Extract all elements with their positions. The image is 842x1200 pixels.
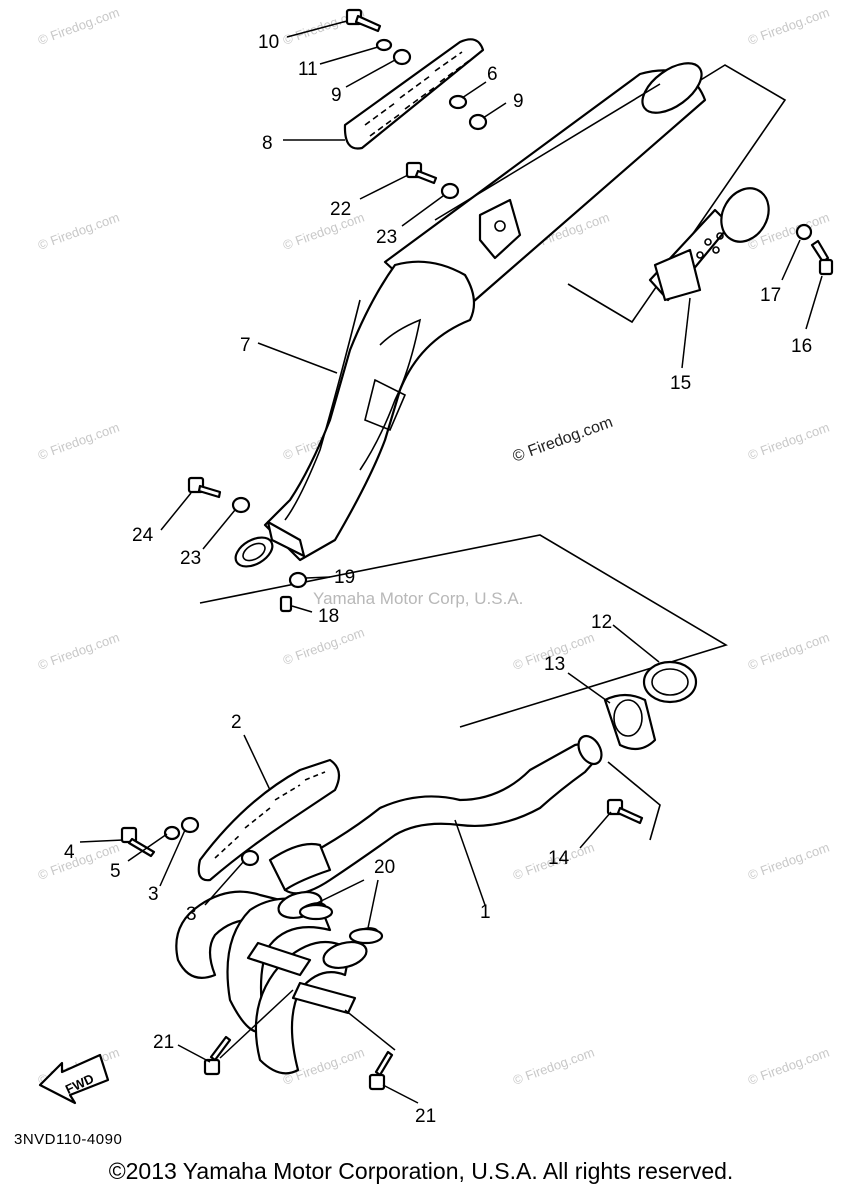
callout-1: 1 xyxy=(480,902,491,923)
callout-17: 17 xyxy=(760,285,781,306)
diagram-code: 3NVD110-4090 xyxy=(14,1131,123,1148)
callout-11: 11 xyxy=(298,59,318,80)
frame-clamp xyxy=(607,761,661,841)
leader-lines xyxy=(79,20,823,1104)
watermark: © Firedog.com xyxy=(746,1044,831,1087)
callout-5: 5 xyxy=(110,861,121,882)
callout-9: 9 xyxy=(331,85,342,106)
callout-14: 14 xyxy=(548,848,570,869)
callout-9: 9 xyxy=(513,91,524,112)
joint-parts xyxy=(603,660,698,751)
watermark: © Firedog.com xyxy=(281,209,366,252)
copyright-footer: ©2013 Yamaha Motor Corporation, U.S.A. A… xyxy=(108,1158,734,1184)
watermark: © Firedog.com xyxy=(746,419,831,462)
callout-6: 6 xyxy=(487,64,498,85)
exhaust-pipe xyxy=(175,734,603,1075)
watermark: © Firedog.com xyxy=(511,1044,596,1087)
callout-22: 22 xyxy=(330,199,351,220)
watermark: © Firedog.com xyxy=(746,4,831,47)
frame-joint xyxy=(199,534,728,728)
callout-2: 2 xyxy=(231,712,242,733)
callout-24: 24 xyxy=(132,525,154,546)
watermark: © Firedog.com xyxy=(511,414,616,466)
watermark: © Firedog.com xyxy=(36,419,121,462)
callout-15: 15 xyxy=(670,373,691,394)
callout-13: 13 xyxy=(544,654,565,675)
corp-watermark: Yamaha Motor Corp, U.S.A. xyxy=(313,589,523,608)
muffler xyxy=(234,62,707,568)
callout-8: 8 xyxy=(262,133,273,154)
watermark: © Firedog.com xyxy=(36,209,121,252)
silencer-insert xyxy=(648,187,770,302)
callouts: 10 11 9 6 9 8 22 23 7 17 16 15 24 23 19 … xyxy=(64,32,812,1127)
callout-20: 20 xyxy=(374,857,395,878)
callout-23: 23 xyxy=(376,227,397,248)
callout-19: 19 xyxy=(334,567,355,588)
watermark-layer: © Firedog.com © Firedog.com © Firedog.co… xyxy=(36,4,831,1087)
callout-21: 21 xyxy=(153,1032,174,1053)
callout-12: 12 xyxy=(591,612,612,633)
callout-4: 4 xyxy=(64,842,75,863)
watermark: © Firedog.com xyxy=(746,629,831,672)
watermark: © Firedog.com xyxy=(36,629,121,672)
callout-3: 3 xyxy=(186,904,197,925)
callout-18: 18 xyxy=(318,606,339,627)
fasteners xyxy=(120,8,834,1091)
callout-23: 23 xyxy=(180,548,201,569)
watermark: © Firedog.com xyxy=(36,839,121,882)
heat-shield-lower xyxy=(197,758,341,882)
watermark: © Firedog.com xyxy=(281,624,366,667)
callout-16: 16 xyxy=(791,336,812,357)
callout-10: 10 xyxy=(258,32,279,53)
heat-shield-upper xyxy=(343,38,485,150)
callout-3: 3 xyxy=(148,884,159,905)
watermark: © Firedog.com xyxy=(746,839,831,882)
watermark: © Firedog.com xyxy=(36,4,121,47)
callout-21: 21 xyxy=(415,1106,436,1127)
callout-7: 7 xyxy=(240,335,251,356)
